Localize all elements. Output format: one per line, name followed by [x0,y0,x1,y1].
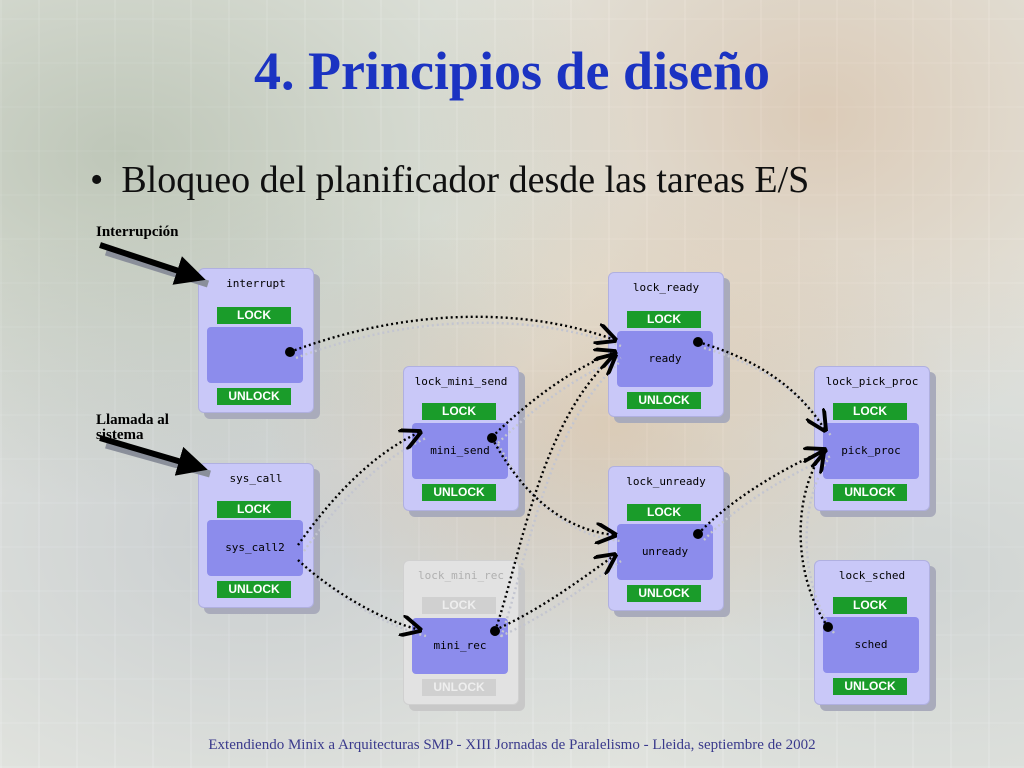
unlock-label: UNLOCK [217,581,291,598]
unlock-label: UNLOCK [422,484,496,501]
call-dot [487,433,497,443]
block-lock-pick-proc: lock_pick_proc LOCK pick_proc UNLOCK [814,366,930,511]
block-lock-mini-send: lock_mini_send LOCK mini_send UNLOCK [403,366,519,511]
call-dot [693,337,703,347]
interrupt-source-arrow [99,242,210,288]
unlock-label: UNLOCK [833,678,907,695]
block-title: lock_unready [626,475,706,488]
edge-mini-send-ready [491,352,615,438]
call-dot [823,622,833,632]
block-inner: mini_send [412,423,508,479]
bullet-item: • Bloqueo del planificador desde las tare… [90,158,809,202]
block-title: lock_mini_send [414,375,508,388]
call-dot [285,347,295,357]
edge-ready-pick-proc [697,340,825,430]
call-dot [693,529,703,539]
edge-mini-rec-ready [493,355,615,632]
block-inner: sched [823,617,919,673]
block-sys-call: sys_call LOCK sys_call2 UNLOCK [198,463,314,608]
edge-interrupt-ready [289,315,615,354]
unlock-label: UNLOCK [627,392,701,409]
edge-mini-send-unready [490,437,615,535]
block-title: sys_call [229,472,283,485]
block-inner: pick_proc [823,423,919,479]
unlock-label: UNLOCK [217,388,291,405]
slide-footer: Extendiendo Minix a Arquitecturas SMP - … [208,737,816,753]
lock-label: LOCK [833,597,907,614]
block-title: lock_mini_rec [417,569,505,582]
slide-title: 4. Principios de diseño [253,41,771,101]
edge-syscall-mini-rec [297,559,420,630]
lock-label: LOCK [627,504,701,521]
bullet-dot-icon: • [90,159,104,201]
lock-label: LOCK [833,403,907,420]
block-title: lock_sched [838,569,906,582]
block-interrupt: interrupt LOCK UNLOCK [198,268,314,413]
edge-sched-pick-proc [799,452,829,628]
unlock-label: UNLOCK [627,585,701,602]
interrupt-source-text: Interrupción [96,224,179,240]
block-inner: unready [617,524,713,580]
block-title: lock_pick_proc [825,375,919,388]
lock-label: LOCK [217,501,291,518]
unlock-label: UNLOCK [422,679,496,696]
bullet-text: Bloqueo del planificador desde las tarea… [121,159,810,201]
syscall-source-arrow [99,435,211,478]
call-dot [490,626,500,636]
lock-label: LOCK [217,307,291,324]
block-inner: sys_call2 [207,520,303,576]
block-lock-sched: lock_sched LOCK sched UNLOCK [814,560,930,705]
edge-mini-rec-unready [494,555,615,632]
edge-syscall-mini-send [297,432,420,546]
lock-label: LOCK [422,597,496,614]
lock-label: LOCK [627,311,701,328]
unlock-label: UNLOCK [833,484,907,501]
block-title: interrupt [226,277,286,290]
block-title: lock_ready [632,281,700,294]
lock-label: LOCK [422,403,496,420]
